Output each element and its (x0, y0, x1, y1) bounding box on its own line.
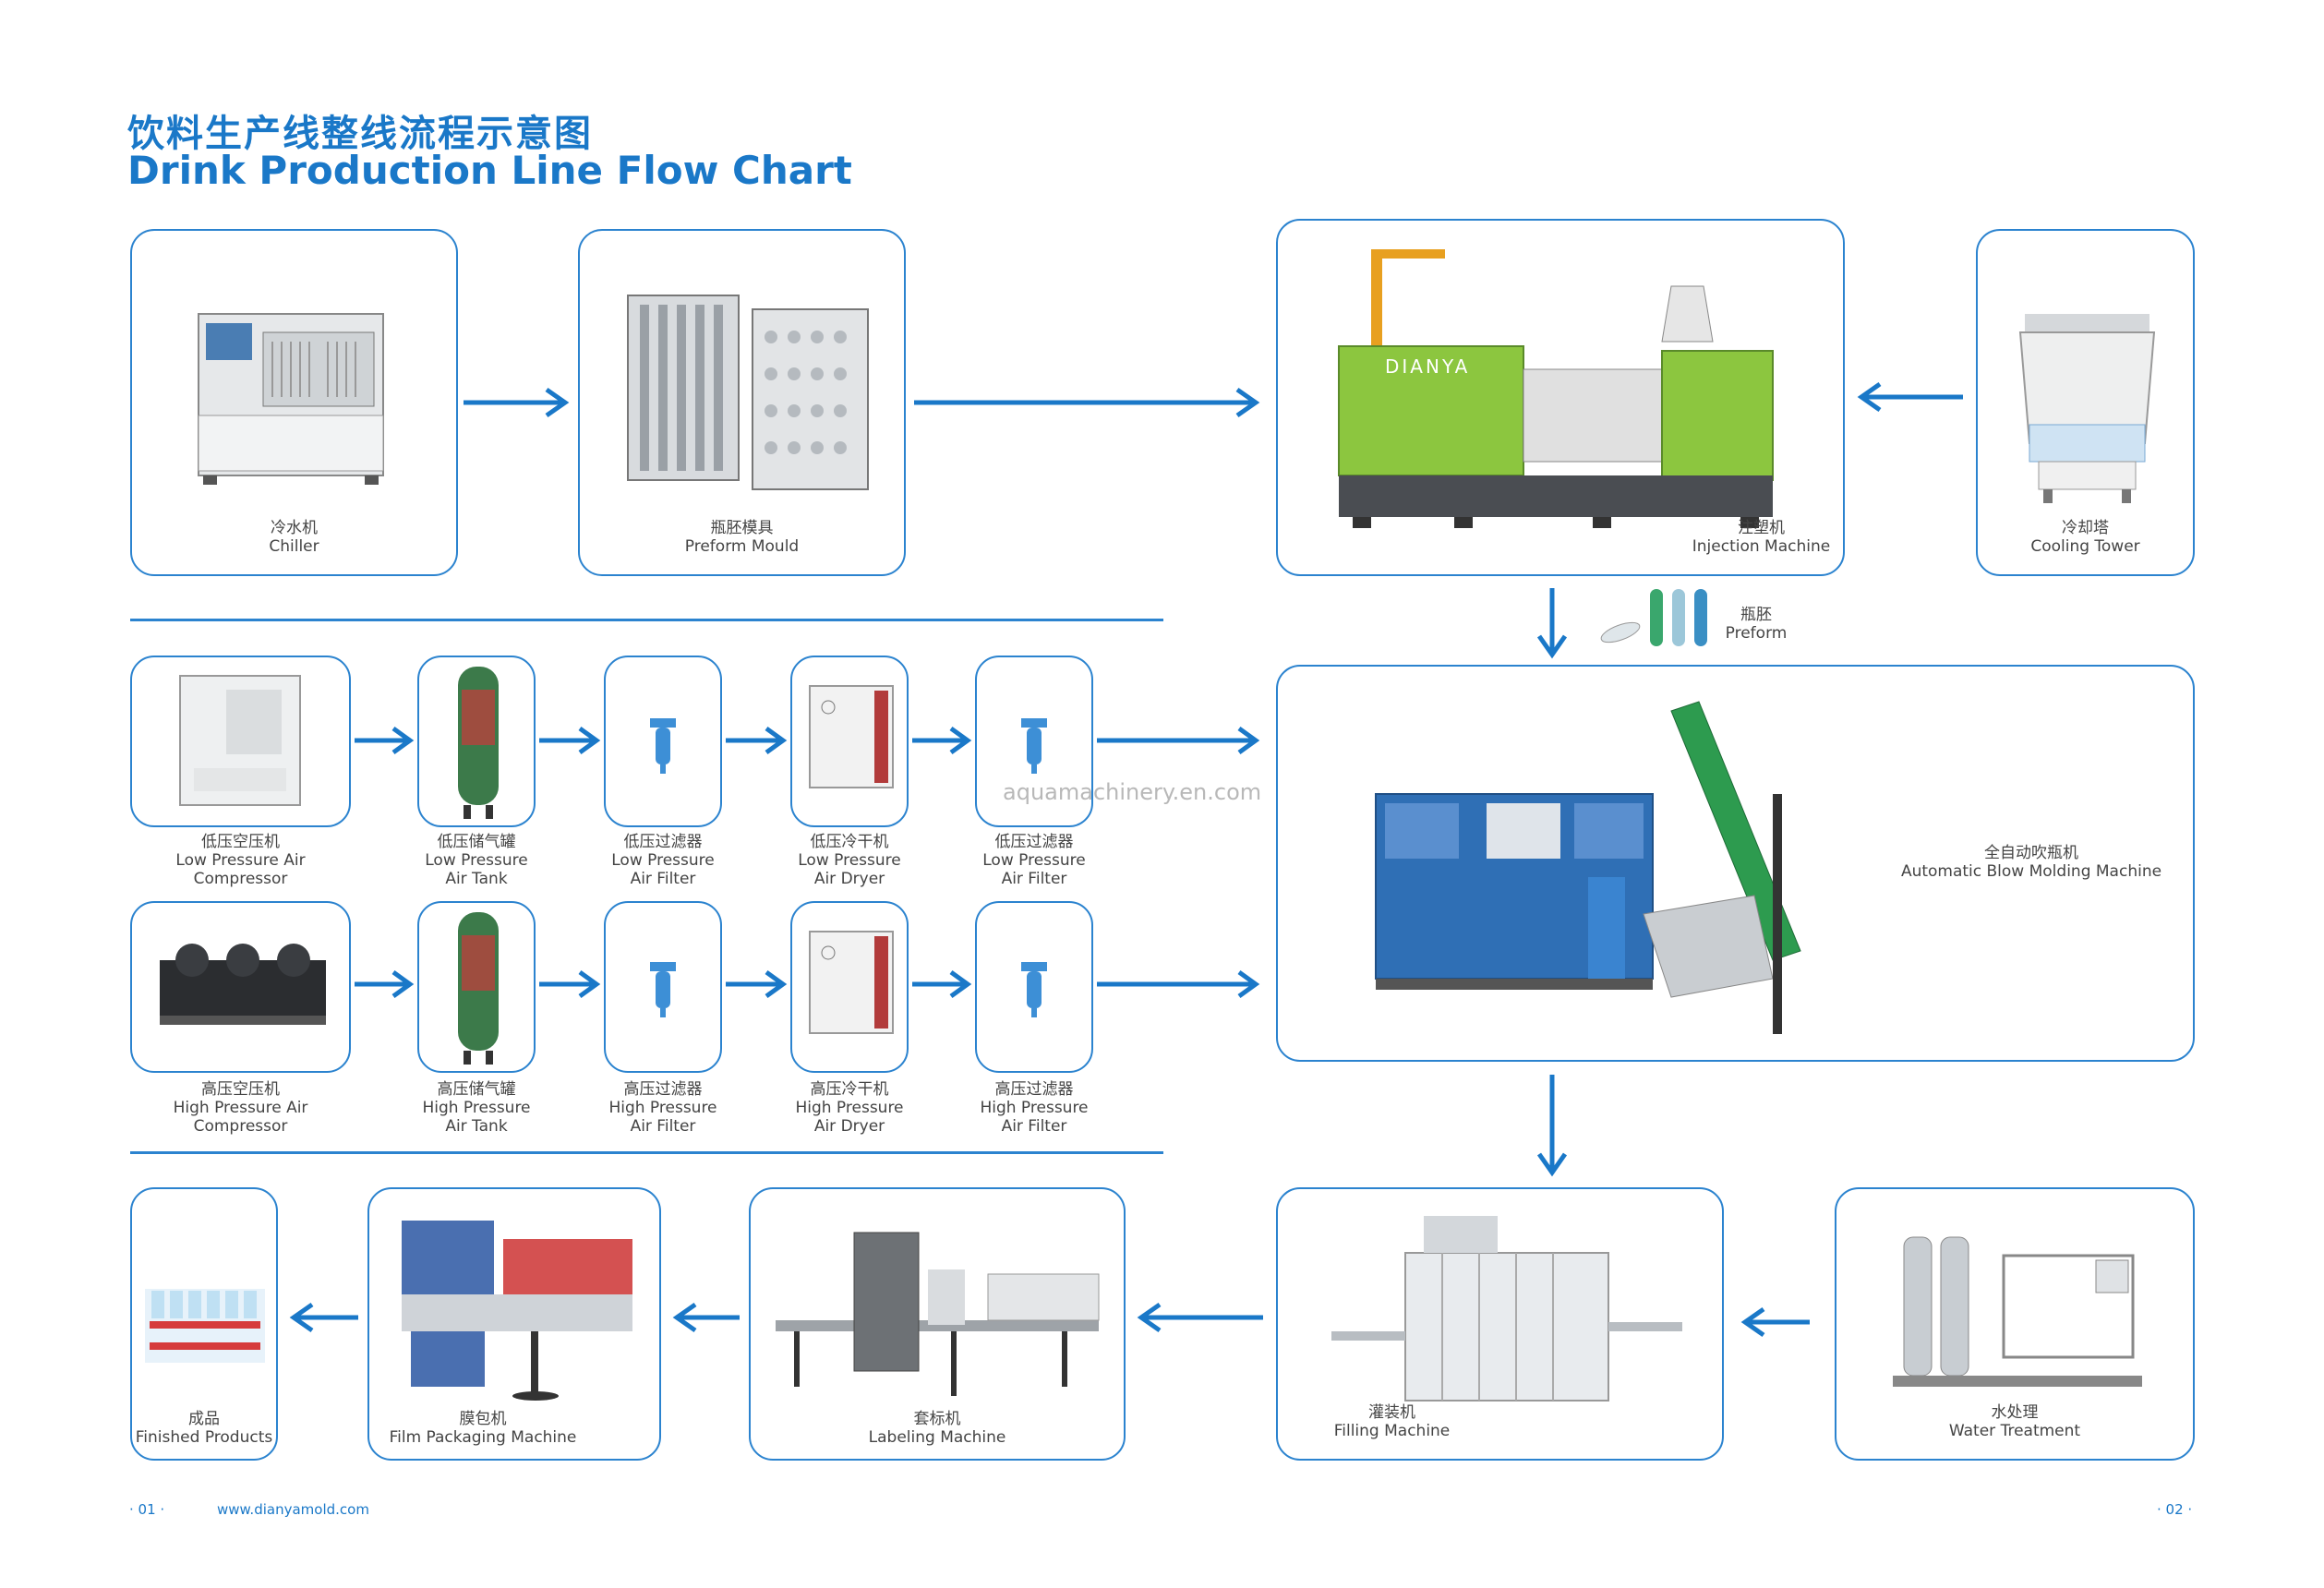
arrow-hp-1 (355, 969, 415, 999)
arrow-mould-to-injection (914, 387, 1260, 418)
arrow-lp-1 (355, 726, 415, 755)
injection-brand-label: DIANYA (1385, 355, 1471, 378)
lp-compressor-icon (175, 667, 305, 814)
website-link[interactable]: www.dianyamold.com (217, 1501, 369, 1518)
injection-machine-icon (1316, 231, 1814, 535)
arrow-hp-3 (726, 969, 788, 999)
water-treatment-icon (1884, 1219, 2151, 1394)
arrow-lp-3 (726, 726, 788, 755)
hp-dryer-icon (805, 927, 897, 1038)
title-english: Drink Production Line Flow Chart (127, 148, 852, 193)
preform-icon (1595, 582, 1733, 656)
page-number-right: · 02 · (2157, 1501, 2193, 1518)
hp-tank-icon (451, 903, 506, 1069)
arrow-hp-4 (912, 969, 972, 999)
arrow-cooling-to-injection (1857, 381, 1963, 413)
arrow-film-to-finished (289, 1302, 358, 1333)
arrow-injection-to-blow (1536, 588, 1568, 659)
arrow-lp-2 (539, 726, 601, 755)
lp-dryer-icon (805, 681, 897, 792)
arrow-hp-to-blow (1097, 969, 1260, 999)
hp-compressor-icon (155, 932, 331, 1034)
arrow-blow-to-filling (1536, 1075, 1568, 1177)
title-chinese: 饮料生产线整线流程示意图 (127, 113, 593, 155)
film-packaging-icon (392, 1202, 651, 1405)
page-number-left: · 01 · (129, 1501, 165, 1518)
lp-filter1-icon (646, 711, 680, 776)
preform-mould-icon (614, 282, 882, 503)
arrow-lp-4 (912, 726, 972, 755)
labeling-icon (766, 1205, 1108, 1408)
arrow-lp-to-blow (1097, 726, 1260, 755)
arrow-labeling-to-film (672, 1302, 740, 1333)
cooling-tower-icon (2011, 305, 2163, 508)
lp-tank-icon (451, 657, 506, 824)
blow-molding-icon (1367, 683, 1847, 1043)
divider-top (130, 619, 1163, 621)
arrow-hp-2 (539, 969, 601, 999)
divider-bottom (130, 1151, 1163, 1154)
filling-icon (1322, 1211, 1692, 1414)
finished-products-icon (140, 1280, 270, 1372)
hp-filter1-icon (646, 955, 680, 1019)
watermark: aquamachinery.en.com (1003, 779, 1262, 805)
arrow-filling-to-labeling (1137, 1302, 1263, 1333)
chiller-icon (189, 305, 397, 489)
arrow-chiller-to-mould (464, 387, 570, 418)
hp-filter2-icon (1018, 955, 1051, 1019)
arrow-water-to-filling (1740, 1306, 1810, 1338)
lp-filter2-icon (1018, 711, 1051, 776)
water-treatment-box (1835, 1187, 2195, 1461)
